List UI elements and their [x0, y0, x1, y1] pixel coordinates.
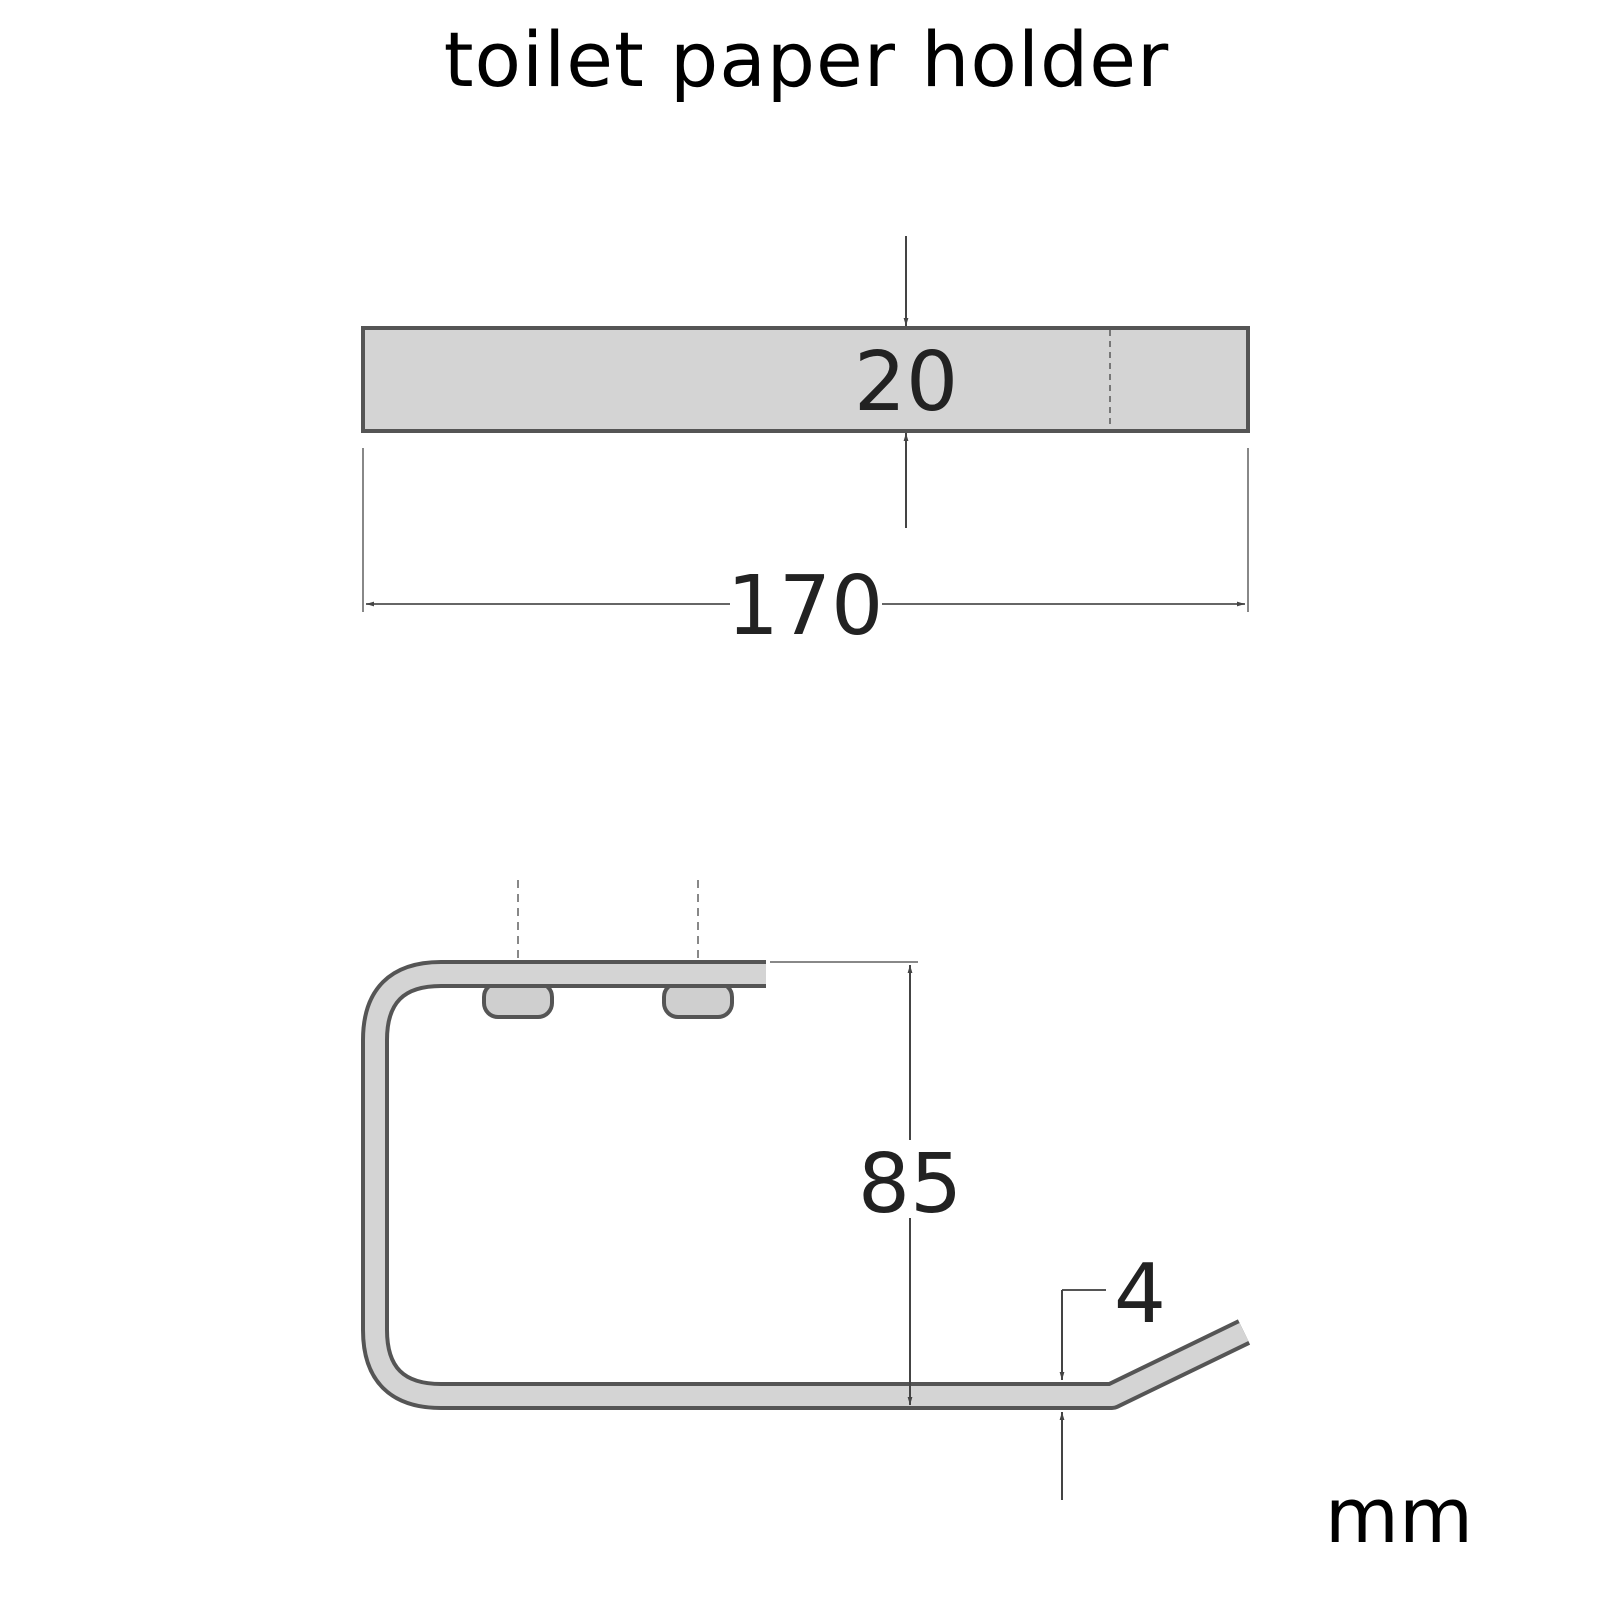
width-dim-label: 170: [727, 559, 884, 654]
top-view-bar: [361, 326, 1250, 433]
screw-head-left: [482, 981, 554, 1019]
thickness-label: 4: [1114, 1247, 1166, 1342]
diagram-title: toilet paper holder: [443, 15, 1170, 104]
height85-label: 85: [858, 1137, 962, 1232]
unit-label: mm: [1324, 1471, 1473, 1560]
top-view: 20 170: [361, 236, 1250, 654]
screw-head-right: [662, 981, 734, 1019]
height-dim-label: 20: [854, 335, 958, 430]
side-view: 85 4: [361, 880, 1251, 1500]
bracket-profile: [361, 960, 1251, 1410]
